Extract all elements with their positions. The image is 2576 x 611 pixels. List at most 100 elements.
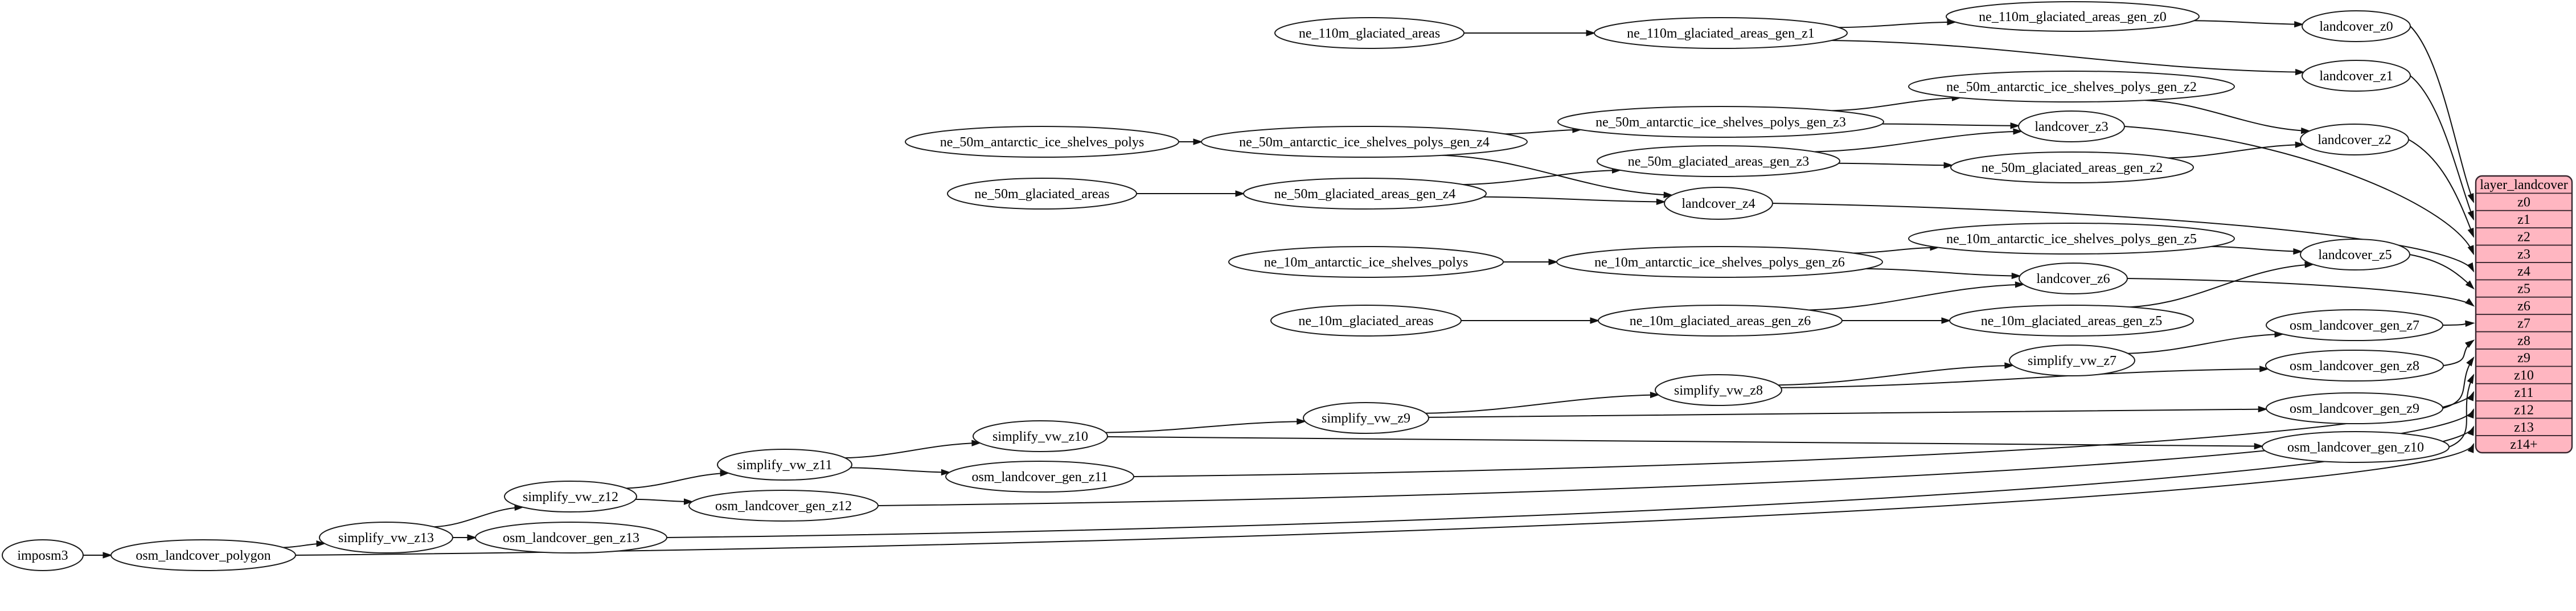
edge-ne_110m_glaciated_areas_gen_z1-to-landcover_z1 bbox=[1831, 40, 2306, 76]
edge-ne_110m_glaciated_areas_gen_z1-to-ne_110m_glaciated_areas_gen_z0 bbox=[1839, 19, 1957, 28]
node-ne_10m_glaciated_areas_gen_z5: ne_10m_glaciated_areas_gen_z5 bbox=[1949, 305, 2194, 337]
node-ne_50m_glaciated_areas_gen_z4: ne_50m_glaciated_areas_gen_z4 bbox=[1243, 178, 1487, 210]
edge-ne_50m_antarctic_ice_shelves_polys_gen_z4-to-ne_50m_antarctic_ice_shelves_polys_gen_z3 bbox=[1504, 126, 1582, 135]
nodes-layer: imposm3 osm_landcover_polygon simplify_vw_… bbox=[2, 1, 2450, 571]
node-shape-ne_50m_glaciated_areas_gen_z3 bbox=[1597, 145, 1840, 177]
edge-ne_50m_antarctic_ice_shelves_polys_gen_z3-to-ne_50m_antarctic_ice_shelves_polys_gen_z2 bbox=[1832, 95, 1962, 112]
edge-ne_50m_antarctic_ice_shelves_polys_gen_z2-to-landcover_z2 bbox=[2144, 100, 2311, 134]
node-shape-osm_landcover_gen_z9 bbox=[2266, 392, 2443, 424]
table-row-label-z4: z4 bbox=[2517, 264, 2530, 279]
edge-ne_50m_glaciated_areas_gen_z3-to-ne_50m_glaciated_areas_gen_z2 bbox=[1838, 162, 1954, 169]
node-label-ne_110m_glaciated_areas_gen_z0: ne_110m_glaciated_areas_gen_z0 bbox=[1979, 10, 2167, 24]
edge-simplify_vw_z7-to-osm_landcover_gen_z7 bbox=[2127, 331, 2284, 354]
edge-simplify_vw_z10-to-simplify_vw_z9 bbox=[1105, 418, 1307, 433]
edge-osm_landcover_gen_z9-to-row-z9 bbox=[2442, 356, 2475, 409]
node-landcover_z3: landcover_z3 bbox=[2018, 110, 2125, 142]
node-label-landcover_z6: landcover_z6 bbox=[2036, 272, 2110, 286]
table-row-z12 bbox=[2476, 400, 2572, 419]
node-shape-ne_10m_glaciated_areas_gen_z6 bbox=[1598, 305, 1843, 337]
node-shape-ne_10m_antarctic_ice_shelves_polys_gen_z5 bbox=[1908, 223, 2235, 255]
edge-simplify_vw_z9-to-simplify_vw_z8 bbox=[1425, 391, 1660, 414]
edge-ne_10m_glaciated_areas_gen_z6-to-landcover_z6 bbox=[1808, 281, 2025, 311]
node-ne_50m_glaciated_areas_gen_z3: ne_50m_glaciated_areas_gen_z3 bbox=[1597, 145, 1840, 177]
node-label-ne_50m_glaciated_areas_gen_z4: ne_50m_glaciated_areas_gen_z4 bbox=[1274, 187, 1456, 202]
node-ne_50m_antarctic_ice_shelves_polys_gen_z2: ne_50m_antarctic_ice_shelves_polys_gen_z… bbox=[1908, 71, 2235, 102]
node-label-ne_10m_antarctic_ice_shelves_polys_gen_z5: ne_10m_antarctic_ice_shelves_polys_gen_z… bbox=[1946, 232, 2197, 247]
table-row-z0 bbox=[2476, 192, 2572, 211]
node-label-ne_10m_glaciated_areas: ne_10m_glaciated_areas bbox=[1298, 314, 1433, 329]
node-shape-osm_landcover_gen_z10 bbox=[2262, 431, 2450, 463]
edge-osm_landcover_gen_z13-to-row-z13 bbox=[666, 425, 2474, 538]
node-osm_landcover_gen_z11: osm_landcover_gen_z11 bbox=[945, 461, 1134, 493]
node-label-simplify_vw_z10: simplify_vw_z10 bbox=[992, 429, 1088, 444]
edge-osm_landcover_polygon-to-row-z14+ bbox=[295, 442, 2474, 556]
node-label-simplify_vw_z8: simplify_vw_z8 bbox=[1674, 383, 1763, 398]
node-label-simplify_vw_z9: simplify_vw_z9 bbox=[1322, 411, 1410, 426]
node-shape-ne_50m_antarctic_ice_shelves_polys bbox=[905, 126, 1179, 158]
node-ne_50m_antarctic_ice_shelves_polys_gen_z3: ne_50m_antarctic_ice_shelves_polys_gen_z… bbox=[1557, 106, 1884, 138]
edge-osm_landcover_gen_z8-to-row-z8 bbox=[2443, 339, 2475, 366]
edge-landcover_z6-to-row-z6 bbox=[2127, 278, 2475, 307]
node-label-ne_110m_glaciated_areas: ne_110m_glaciated_areas bbox=[1299, 26, 1440, 41]
edge-ne_110m_glaciated_areas_gen_z0-to-landcover_z0 bbox=[2194, 20, 2304, 28]
edge-ne_10m_antarctic_ice_shelves_polys_gen_z6-to-landcover_z6 bbox=[1865, 268, 2021, 280]
node-osm_landcover_gen_z9: osm_landcover_gen_z9 bbox=[2266, 392, 2443, 424]
node-label-osm_landcover_gen_z13: osm_landcover_gen_z13 bbox=[503, 531, 639, 546]
table-row-label-z3: z3 bbox=[2517, 247, 2530, 262]
node-landcover_z0: landcover_z0 bbox=[2302, 10, 2411, 42]
node-ne_50m_antarctic_ice_shelves_polys_gen_z4: ne_50m_antarctic_ice_shelves_polys_gen_z… bbox=[1201, 126, 1528, 158]
node-simplify_vw_z13: simplify_vw_z13 bbox=[319, 522, 453, 553]
edge-ne_50m_glaciated_areas_gen_z3-to-landcover_z3 bbox=[1814, 128, 2023, 153]
node-osm_landcover_polygon: osm_landcover_polygon bbox=[110, 539, 296, 571]
table-title: layer_landcover bbox=[2480, 178, 2568, 192]
node-shape-ne_10m_glaciated_areas_gen_z5 bbox=[1949, 305, 2194, 337]
node-shape-ne_10m_glaciated_areas bbox=[1270, 305, 1462, 337]
edge-simplify_vw_z10-to-osm_landcover_gen_z10 bbox=[1107, 436, 2264, 450]
node-shape-osm_landcover_gen_z12 bbox=[688, 490, 879, 522]
edge-simplify_vw_z9-to-osm_landcover_gen_z9 bbox=[1428, 405, 2268, 418]
node-label-landcover_z1: landcover_z1 bbox=[2319, 69, 2393, 84]
node-osm_landcover_gen_z8: osm_landcover_gen_z8 bbox=[2265, 350, 2444, 382]
node-label-landcover_z5: landcover_z5 bbox=[2318, 248, 2392, 263]
edge-ne_10m_antarctic_ice_shelves_polys_gen_z6-to-ne_10m_antarctic_ice_shelves_polys_gen_z5 bbox=[1852, 244, 1940, 254]
table-row-label-z10: z10 bbox=[2514, 368, 2534, 383]
node-osm_landcover_gen_z12: osm_landcover_gen_z12 bbox=[688, 490, 879, 522]
table-row-label-z13: z13 bbox=[2514, 420, 2534, 435]
node-shape-ne_50m_glaciated_areas bbox=[947, 178, 1137, 210]
edge-landcover_z4-to-row-z4 bbox=[1772, 203, 2475, 273]
node-label-ne_10m_antarctic_ice_shelves_polys: ne_10m_antarctic_ice_shelves_polys bbox=[1264, 255, 1469, 270]
edge-ne_10m_antarctic_ice_shelves_polys_gen_z5-to-landcover_z5 bbox=[2211, 245, 2303, 255]
table-row-label-z9: z9 bbox=[2517, 351, 2530, 366]
node-shape-landcover_z4 bbox=[1664, 187, 1773, 220]
node-label-ne_50m_antarctic_ice_shelves_polys: ne_50m_antarctic_ice_shelves_polys bbox=[940, 135, 1145, 150]
node-label-simplify_vw_z11: simplify_vw_z11 bbox=[737, 458, 832, 473]
table-row-label-z11: z11 bbox=[2515, 386, 2534, 400]
table-layer: z0z1z2z3z4z5z6z7z8z9z10z11z12z13z14+laye… bbox=[2475, 175, 2573, 454]
table-row-label-z5: z5 bbox=[2517, 282, 2530, 297]
node-shape-simplify_vw_z8 bbox=[1655, 374, 1782, 406]
node-ne_10m_glaciated_areas_gen_z6: ne_10m_glaciated_areas_gen_z6 bbox=[1598, 305, 1843, 337]
node-shape-ne_50m_antarctic_ice_shelves_polys_gen_z2 bbox=[1908, 71, 2235, 102]
edge-simplify_vw_z8-to-osm_landcover_gen_z8 bbox=[1781, 366, 2270, 388]
node-shape-osm_landcover_gen_z8 bbox=[2265, 350, 2444, 382]
node-shape-osm_landcover_gen_z7 bbox=[2266, 309, 2443, 341]
node-ne_50m_antarctic_ice_shelves_polys: ne_50m_antarctic_ice_shelves_polys bbox=[905, 126, 1179, 158]
node-shape-landcover_z3 bbox=[2018, 110, 2125, 142]
node-label-ne_10m_glaciated_areas_gen_z6: ne_10m_glaciated_areas_gen_z6 bbox=[1630, 314, 1811, 329]
table-row-z7 bbox=[2476, 314, 2572, 333]
node-landcover_z1: landcover_z1 bbox=[2302, 60, 2411, 92]
node-shape-ne_10m_antarctic_ice_shelves_polys bbox=[1228, 246, 1504, 278]
node-shape-ne_110m_glaciated_areas_gen_z0 bbox=[1946, 1, 2200, 32]
edge-ne_50m_glaciated_areas_gen_z4-to-landcover_z4 bbox=[1483, 196, 1666, 206]
table-row-z4 bbox=[2476, 262, 2572, 281]
node-shape-simplify_vw_z7 bbox=[2009, 345, 2135, 376]
table-row-z11 bbox=[2476, 383, 2572, 402]
node-label-osm_landcover_gen_z7: osm_landcover_gen_z7 bbox=[2290, 318, 2419, 333]
node-shape-landcover_z0 bbox=[2302, 10, 2411, 42]
edge-osm_landcover_polygon-to-simplify_vw_z13 bbox=[283, 540, 326, 548]
node-osm_landcover_gen_z7: osm_landcover_gen_z7 bbox=[2266, 309, 2443, 341]
node-simplify_vw_z11: simplify_vw_z11 bbox=[717, 449, 852, 481]
node-label-imposm3: imposm3 bbox=[17, 548, 68, 563]
node-label-ne_50m_glaciated_areas: ne_50m_glaciated_areas bbox=[974, 187, 1109, 202]
node-label-landcover_z3: landcover_z3 bbox=[2034, 120, 2108, 134]
